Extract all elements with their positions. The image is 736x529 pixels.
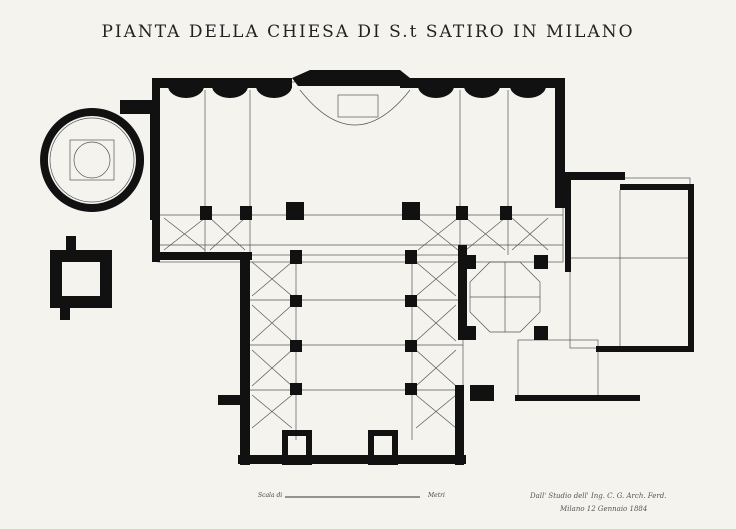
scale-label-right: Metri (428, 492, 445, 499)
drawing-title: PIANTA DELLA CHIESA DI S.t SATIRO IN MIL… (101, 22, 635, 42)
signature-line-2: Milano 12 Gennaio 1884 (560, 505, 648, 513)
walls (40, 70, 694, 465)
signature-line-1: Dall' Studio dell' Ing. C. G. Arch. Ferd… (530, 492, 667, 500)
scale-label-left: Scala di (258, 492, 283, 499)
